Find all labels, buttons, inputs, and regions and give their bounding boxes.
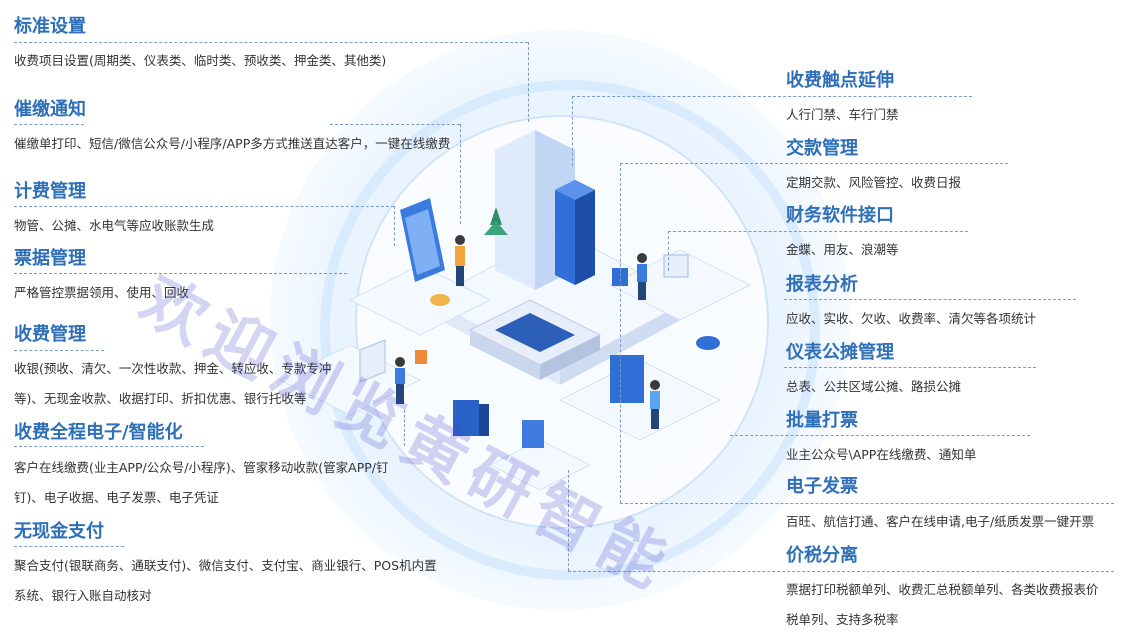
- connector-line: [568, 571, 1114, 572]
- section-title: 无现金支付: [14, 521, 104, 542]
- connector-line: [572, 96, 972, 97]
- section-title: 收费全程电子/智能化: [14, 422, 183, 443]
- section-desc: 严格管控票据领用、使用、回收: [14, 285, 190, 300]
- section-desc: 定期交款、风险管控、收费日报: [786, 175, 962, 190]
- connector-line: [14, 546, 124, 547]
- connector-line: [668, 231, 669, 271]
- section-title: 电子发票: [786, 476, 858, 497]
- section-desc: 总表、公共区域公摊、路损公摊: [786, 379, 962, 394]
- section-desc: 税单列、支持多税率: [786, 612, 899, 627]
- section-title: 标准设置: [14, 16, 86, 37]
- section-desc: 百旺、航信打通、客户在线申请,电子/纸质发票一键开票: [786, 514, 1095, 529]
- section-title: 报表分析: [786, 274, 858, 295]
- connector-line: [620, 163, 1008, 164]
- section-desc: 业主公众号\APP在线缴费、通知单: [786, 447, 977, 462]
- section-title: 财务软件接口: [786, 205, 894, 226]
- connector-line: [394, 206, 395, 246]
- tablet-icon: [400, 198, 445, 282]
- document-icon: [359, 339, 427, 383]
- section-desc: 金蝶、用友、浪潮等: [786, 242, 899, 257]
- section-desc: 钉)、电子收据、电子发票、电子凭证: [14, 490, 219, 505]
- section-title: 票据管理: [14, 248, 86, 269]
- connector-line: [14, 350, 104, 351]
- section-desc: 聚合支付(银联商务、通联支付)、微信支付、支付宝、商业银行、POS机内置: [14, 558, 437, 573]
- section-desc: 物管、公摊、水电气等应收账款生成: [14, 218, 215, 233]
- connector-line: [14, 446, 204, 447]
- section-desc: 收银(预收、清欠、一次性收款、押金、转应收、专款专冲: [14, 361, 332, 376]
- section-desc: 客户在线缴费(业主APP/公众号/小程序)、管家移动收款(管家APP/钉: [14, 460, 389, 475]
- connector-line: [528, 42, 529, 122]
- connector-line: [668, 231, 968, 232]
- section-desc: 收费项目设置(周期类、仪表类、临时类、预收类、押金类、其他类): [14, 53, 387, 68]
- connector-line: [620, 503, 1114, 504]
- section-desc: 催缴单打印、短信/微信公众号/小程序/APP多方式推送直达客户，一键在线缴费: [14, 136, 451, 151]
- section-title: 收费触点延伸: [786, 70, 894, 91]
- coin-icon: [430, 294, 720, 350]
- section-title: 交款管理: [786, 138, 858, 159]
- connector-line: [14, 206, 394, 207]
- section-desc: 人行门禁、车行门禁: [786, 107, 899, 122]
- outer-ring: [320, 80, 820, 580]
- connector-line: [572, 96, 573, 166]
- server-stack-icon: [453, 400, 544, 448]
- connector-line: [14, 273, 347, 274]
- person-icon: [395, 235, 660, 429]
- section-title: 收费管理: [14, 324, 86, 345]
- section-desc: 系统、银行入账自动核对: [14, 588, 152, 603]
- section-title: 计费管理: [14, 181, 86, 202]
- section-title: 催缴通知: [14, 99, 86, 120]
- connector-line: [784, 299, 1076, 300]
- connector-line: [620, 163, 621, 503]
- connector-line: [730, 435, 1030, 436]
- connector-line: [14, 124, 84, 125]
- connector-line: [330, 124, 460, 125]
- connector-line: [568, 470, 569, 571]
- connector-line: [460, 124, 461, 224]
- plant-icon: [484, 207, 508, 235]
- connector-line: [404, 410, 405, 446]
- connector-line: [14, 42, 528, 43]
- section-title: 批量打票: [786, 410, 858, 431]
- section-desc: 应收、实收、欠收、收费率、清欠等各项统计: [786, 311, 1037, 326]
- section-title: 仪表公摊管理: [786, 342, 894, 363]
- server-device-icon: [468, 299, 602, 380]
- section-desc: 票据打印税额单列、收费汇总税额单列、各类收费报表价: [786, 582, 1099, 597]
- office-building-icon: [555, 180, 595, 285]
- chart-board-icon: [610, 254, 689, 403]
- section-title: 价税分离: [786, 545, 858, 566]
- section-desc: 等)、无现金收款、收据打印、折扣优惠、银行托收等: [14, 391, 307, 406]
- connector-line: [784, 367, 1036, 368]
